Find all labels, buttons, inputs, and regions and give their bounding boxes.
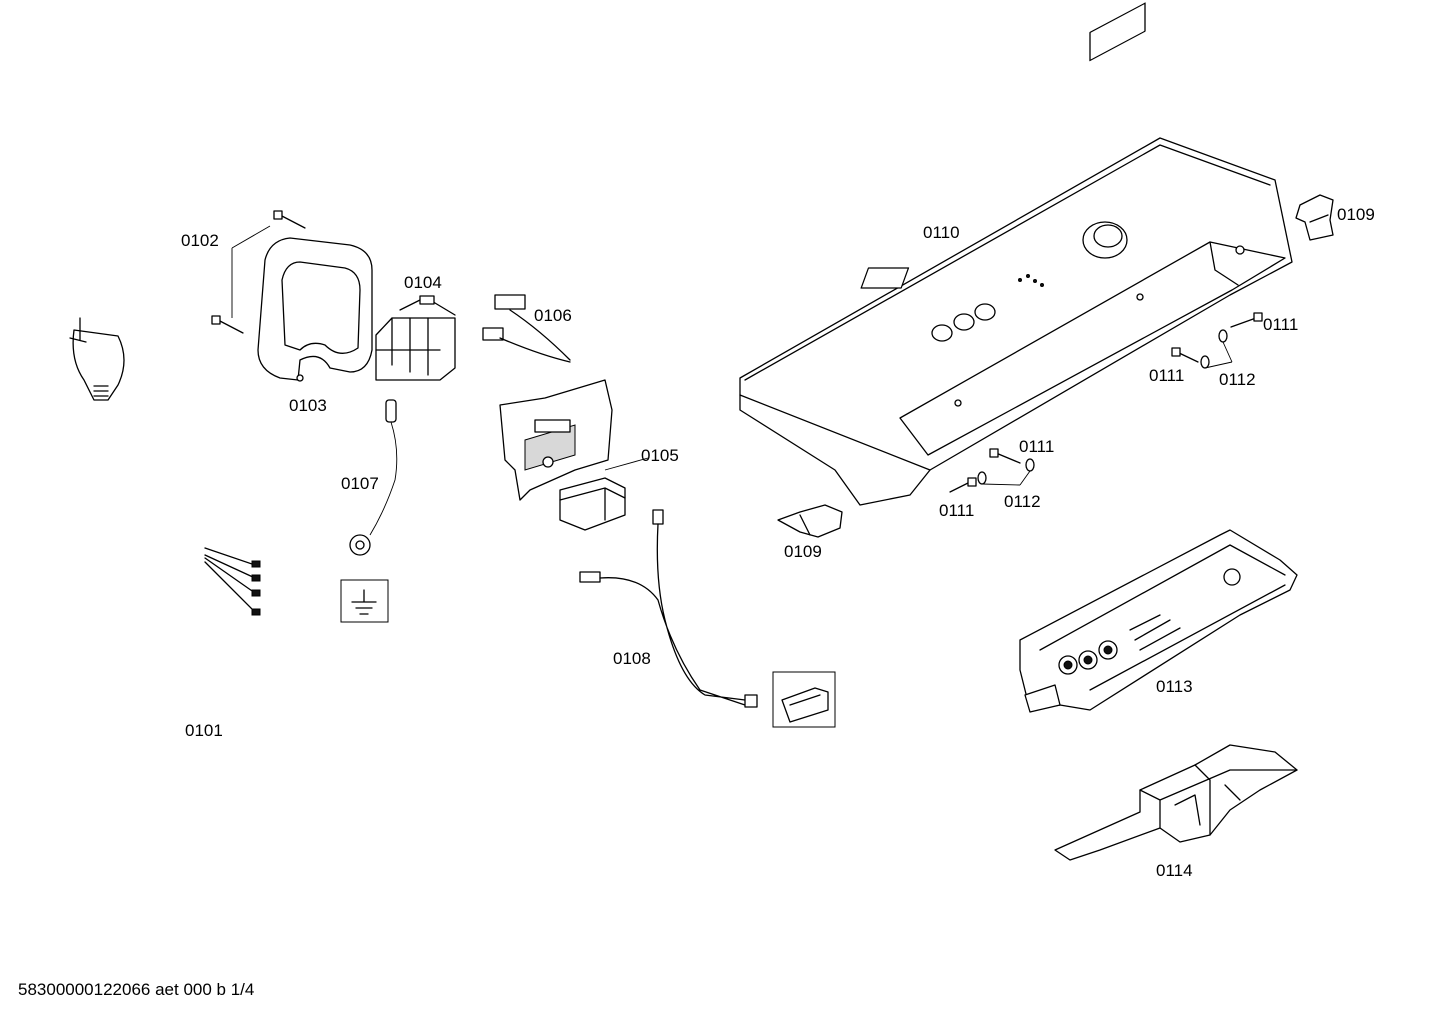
control-panel-fascia-part <box>739 137 1293 506</box>
label-0103: 0103 <box>289 396 327 415</box>
label-0108: 0108 <box>613 649 651 668</box>
label-0114: 0114 <box>1156 861 1193 880</box>
power-cord-part <box>69 317 261 953</box>
label-0112-a: 0112 <box>1219 370 1256 389</box>
label-0111-a: 0111 <box>1263 315 1298 334</box>
label-0104: 0104 <box>404 273 442 292</box>
label-0109-right: 0109 <box>1337 205 1375 224</box>
label-0111-d: 0111 <box>939 501 974 520</box>
label-0113: 0113 <box>1156 677 1193 696</box>
label-0111-b: 0111 <box>1149 366 1184 385</box>
mounting-plate-part <box>499 379 613 501</box>
label-0107: 0107 <box>341 474 379 493</box>
cover-box-part <box>257 237 373 382</box>
connector-part <box>482 294 571 363</box>
terminal-block-part <box>375 295 456 381</box>
clip-part-left <box>777 504 843 538</box>
earth-wire-part <box>349 399 398 556</box>
control-module-0105 <box>559 457 649 531</box>
electronic-control-board-part <box>1019 2 1298 713</box>
label-0101: 0101 <box>185 721 223 740</box>
label-0112-b: 0112 <box>1004 492 1041 511</box>
label-0106: 0106 <box>534 306 572 325</box>
clip-part-right <box>1295 194 1334 241</box>
wiring-harness-part <box>579 509 836 728</box>
part-labels: 0101 0102 0103 0104 0105 0106 0107 0108 … <box>181 205 1375 880</box>
label-0111-c: 0111 <box>1019 437 1054 456</box>
screw-0102 <box>211 210 306 334</box>
support-frame-part <box>1054 744 1298 861</box>
screws-0111 <box>949 312 1263 493</box>
label-0109-left: 0109 <box>784 542 822 561</box>
washers-0112 <box>977 329 1233 486</box>
document-id-footer: 58300000122066 aet 000 b 1/4 <box>18 980 255 999</box>
label-0110: 0110 <box>923 223 960 242</box>
label-0102: 0102 <box>181 231 219 250</box>
label-0105: 0105 <box>641 446 679 465</box>
ground-symbol-icon <box>340 579 389 623</box>
